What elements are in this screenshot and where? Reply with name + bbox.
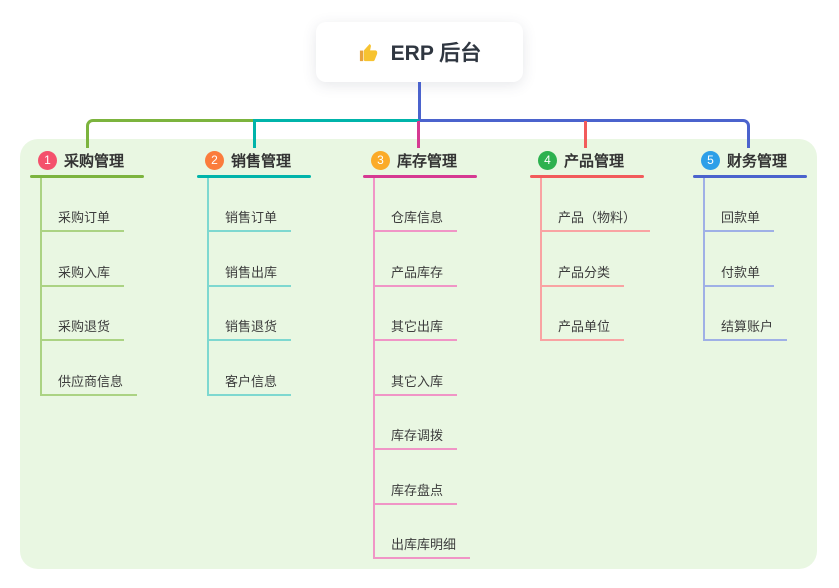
node-stock-transfer[interactable]: 库存调拨 bbox=[373, 424, 458, 450]
branch-number-badge: 3 bbox=[371, 150, 390, 170]
branch-number-badge: 5 bbox=[701, 150, 720, 170]
connector-branch-2 bbox=[253, 119, 419, 148]
branch-underline bbox=[30, 175, 144, 178]
node-product-unit[interactable]: 产品单位 bbox=[540, 315, 625, 341]
connector-branch-3 bbox=[417, 121, 420, 148]
branch-title-finance[interactable]: 5 财务管理 bbox=[701, 149, 787, 171]
branch-title-product[interactable]: 4 产品管理 bbox=[538, 149, 624, 171]
branch-underline bbox=[363, 175, 477, 178]
node-sales-order[interactable]: 销售订单 bbox=[207, 206, 292, 232]
node-customer-info[interactable]: 客户信息 bbox=[207, 370, 292, 396]
branch-vertical-line bbox=[373, 178, 375, 559]
branch-underline bbox=[530, 175, 644, 178]
mindmap-background-panel bbox=[20, 139, 817, 569]
branch-vertical-line bbox=[540, 178, 542, 341]
branch-underline bbox=[197, 175, 311, 178]
node-other-inbound[interactable]: 其它入库 bbox=[373, 370, 458, 396]
node-receipt-bill[interactable]: 回款单 bbox=[703, 206, 775, 232]
root-stem-line bbox=[418, 82, 421, 122]
node-settlement-account[interactable]: 结算账户 bbox=[703, 315, 788, 341]
node-product-category[interactable]: 产品分类 bbox=[540, 261, 625, 287]
branch-underline bbox=[693, 175, 807, 178]
node-outbound-detail[interactable]: 出库库明细 bbox=[373, 533, 471, 559]
branch-title-label: 库存管理 bbox=[397, 152, 458, 170]
node-product-stock[interactable]: 产品库存 bbox=[373, 261, 458, 287]
node-supplier-info[interactable]: 供应商信息 bbox=[40, 370, 138, 396]
node-sales-return[interactable]: 销售退货 bbox=[207, 315, 292, 341]
branch-vertical-line bbox=[703, 178, 705, 341]
branch-title-label: 产品管理 bbox=[564, 152, 625, 170]
node-payment-bill[interactable]: 付款单 bbox=[703, 261, 775, 287]
root-node-label: ERP 后台 bbox=[390, 42, 482, 65]
branch-number-badge: 1 bbox=[38, 150, 57, 170]
branch-title-label: 销售管理 bbox=[231, 152, 292, 170]
branch-number-badge: 4 bbox=[538, 150, 557, 170]
branch-title-inventory[interactable]: 3 库存管理 bbox=[371, 149, 457, 171]
branch-title-label: 财务管理 bbox=[727, 152, 788, 170]
node-purchase-return[interactable]: 采购退货 bbox=[40, 315, 125, 341]
branch-title-sales[interactable]: 2 销售管理 bbox=[205, 149, 291, 171]
connector-branch-5 bbox=[419, 119, 750, 148]
branch-vertical-line bbox=[207, 178, 209, 396]
node-purchase-order[interactable]: 采购订单 bbox=[40, 206, 125, 232]
root-node-erp-backend[interactable]: ERP 后台 bbox=[316, 22, 523, 82]
connector-branch-4 bbox=[584, 121, 587, 148]
node-warehouse-info[interactable]: 仓库信息 bbox=[373, 206, 458, 232]
node-sales-outbound[interactable]: 销售出库 bbox=[207, 261, 292, 287]
node-stock-taking[interactable]: 库存盘点 bbox=[373, 479, 458, 505]
connector-branch-1 bbox=[86, 119, 254, 148]
branch-number-badge: 2 bbox=[205, 150, 224, 170]
branch-title-purchasing[interactable]: 1 采购管理 bbox=[38, 149, 124, 171]
node-other-outbound[interactable]: 其它出库 bbox=[373, 315, 458, 341]
node-purchase-inbound[interactable]: 采购入库 bbox=[40, 261, 125, 287]
branch-title-label: 采购管理 bbox=[64, 152, 125, 170]
branch-vertical-line bbox=[40, 178, 42, 396]
thumbs-up-icon bbox=[359, 43, 377, 61]
node-product-material[interactable]: 产品（物料） bbox=[540, 206, 651, 232]
